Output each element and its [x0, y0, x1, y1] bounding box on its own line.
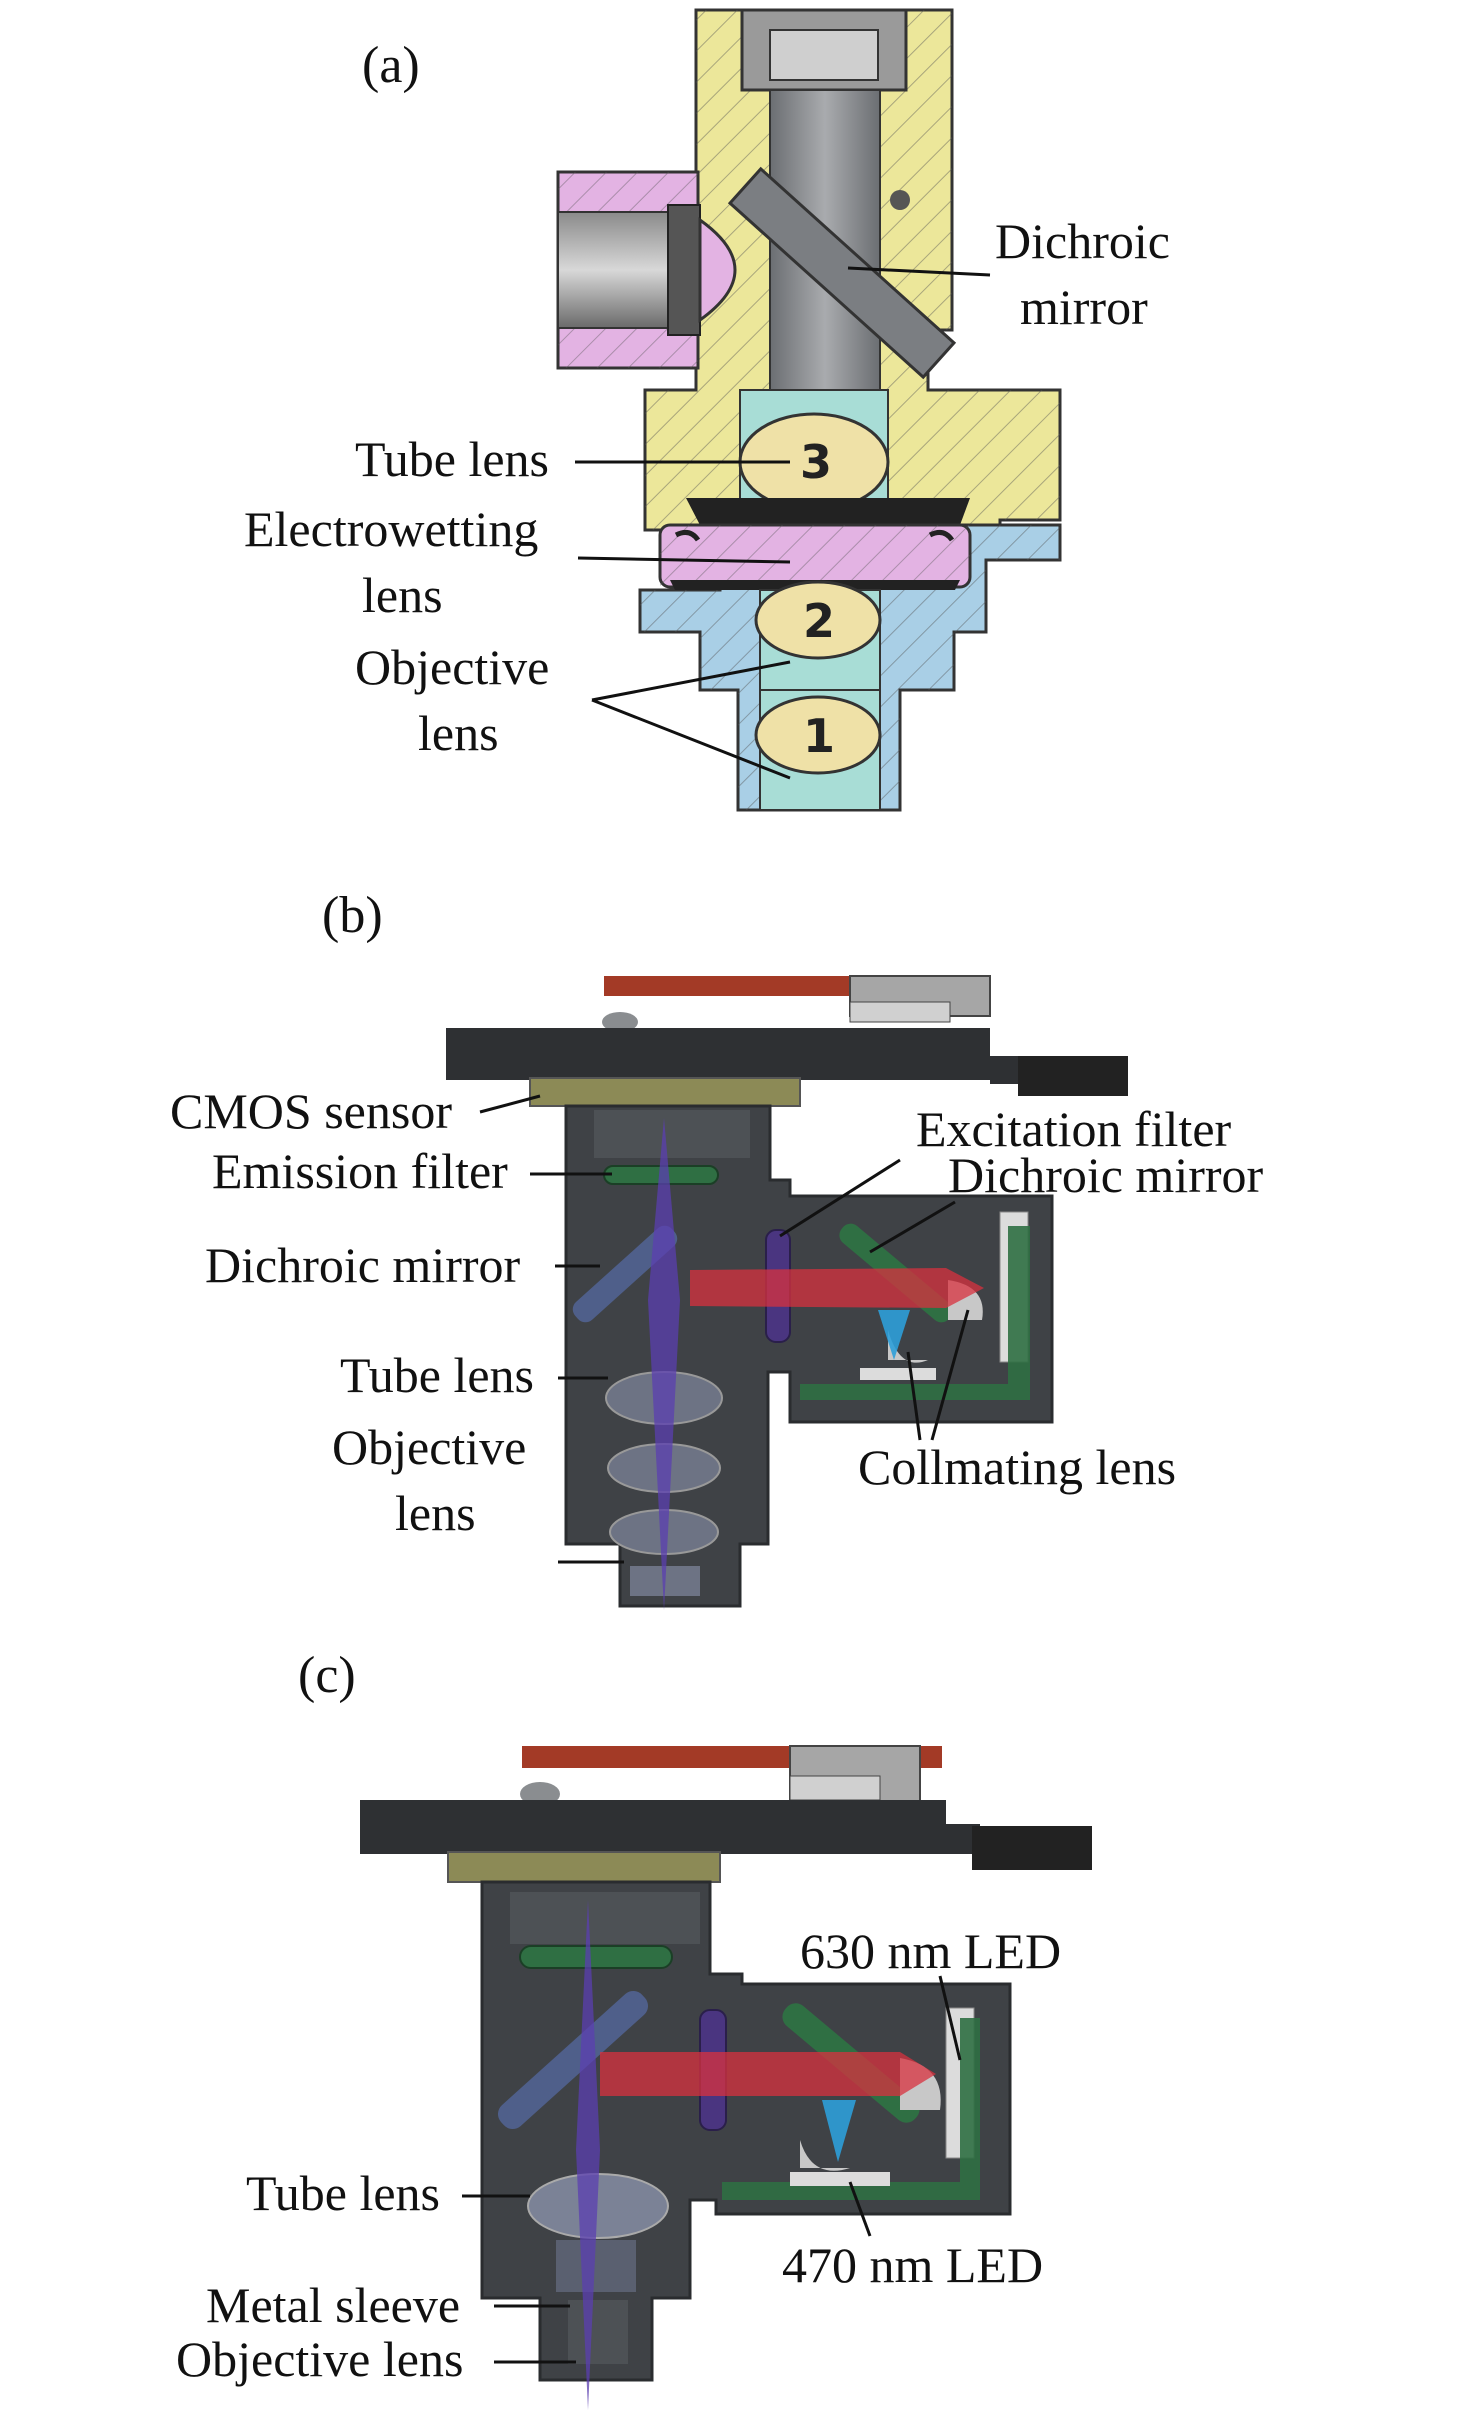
beam-violet-b — [648, 1118, 680, 1610]
leader-collimating-2 — [906, 1351, 922, 1441]
label-emission-filter: Emission filter — [212, 1143, 508, 1199]
label-objective-b-line1: Objective — [332, 1419, 526, 1475]
leader-dichroic-b-right — [869, 1200, 956, 1254]
tube-lens-3: 3 — [738, 389, 890, 512]
lens-number-3: 3 — [800, 435, 832, 489]
leader-470nm-led — [848, 2181, 872, 2237]
label-dichroic-mirror-b-left: Dichroic mirror — [205, 1237, 521, 1293]
base-plate-c — [360, 1800, 946, 1854]
lens-number-2: 2 — [803, 594, 835, 648]
label-objective-b-line2: lens — [395, 1485, 476, 1541]
label-tube-lens-c: Tube lens — [246, 2165, 440, 2221]
label-dichroic-mirror-a-line2: mirror — [1020, 279, 1148, 335]
dichroic-mirror-b-left — [572, 1225, 678, 1323]
label-dichroic-mirror-b-right: Dichroic mirror — [948, 1147, 1264, 1203]
leader-objective-a-1 — [591, 660, 791, 702]
label-objective-a-line2: lens — [418, 705, 499, 761]
pink-side-holder — [556, 170, 737, 370]
leader-collimating-1 — [930, 1309, 970, 1441]
cmos-sensor-b — [529, 1077, 801, 1107]
dichroic-mirror-a — [727, 166, 957, 380]
beam-blue-b — [878, 1310, 910, 1360]
panel-c: (c) 630 nm LED Tube lens 470 nm LED Meta — [176, 1647, 1092, 2410]
beam-violet-c — [576, 1900, 600, 2410]
lens-number-1: 1 — [803, 709, 835, 763]
label-ewl-line1: Electrowetting — [244, 501, 538, 557]
objective-lens-2: 2 — [754, 580, 882, 691]
beam-red-c — [600, 2052, 936, 2096]
label-objective-lens-c: Objective lens — [176, 2331, 463, 2387]
emission-filter-c — [519, 1945, 673, 1969]
panel-c-tag: (c) — [298, 1647, 356, 1704]
label-tube-lens-b: Tube lens — [340, 1347, 534, 1403]
cmos-sensor-c — [447, 1851, 721, 1883]
leader-cmos — [479, 1094, 541, 1114]
leader-ewl — [577, 556, 791, 564]
panel-b: (b) CMOS — [170, 887, 1264, 1610]
beam-red-b — [690, 1268, 984, 1308]
label-excitation-filter: Excitation filter — [916, 1101, 1232, 1157]
base-plate-b — [446, 1028, 990, 1080]
label-objective-a-line1: Objective — [355, 639, 549, 695]
label-tube-lens-a: Tube lens — [355, 431, 549, 487]
beam-blue-c — [822, 2100, 856, 2162]
panel-a-tag: (a) — [362, 37, 420, 94]
electrowetting-lens-holder — [658, 523, 972, 590]
leader-excitation — [779, 1158, 901, 1238]
label-470nm-led: 470 nm LED — [782, 2237, 1043, 2293]
label-metal-sleeve: Metal sleeve — [206, 2277, 460, 2333]
leader-dichroic-a — [847, 266, 991, 277]
label-ewl-line2: lens — [362, 567, 443, 623]
dichroic-mirror-c-left — [497, 1990, 649, 2130]
label-cmos-sensor: CMOS sensor — [170, 1083, 452, 1139]
leader-objective-a-2 — [591, 698, 791, 780]
label-collimating-lens: Collmating lens — [858, 1439, 1176, 1495]
leader-630nm-led — [938, 1975, 962, 2061]
objective-lens-1: 1 — [754, 689, 882, 811]
label-630nm-led: 630 nm LED — [800, 1923, 1061, 1979]
panel-a: (a) 3 — [244, 8, 1170, 812]
panel-b-tag: (b) — [322, 887, 383, 944]
label-dichroic-mirror-a-line1: Dichroic — [995, 213, 1170, 269]
